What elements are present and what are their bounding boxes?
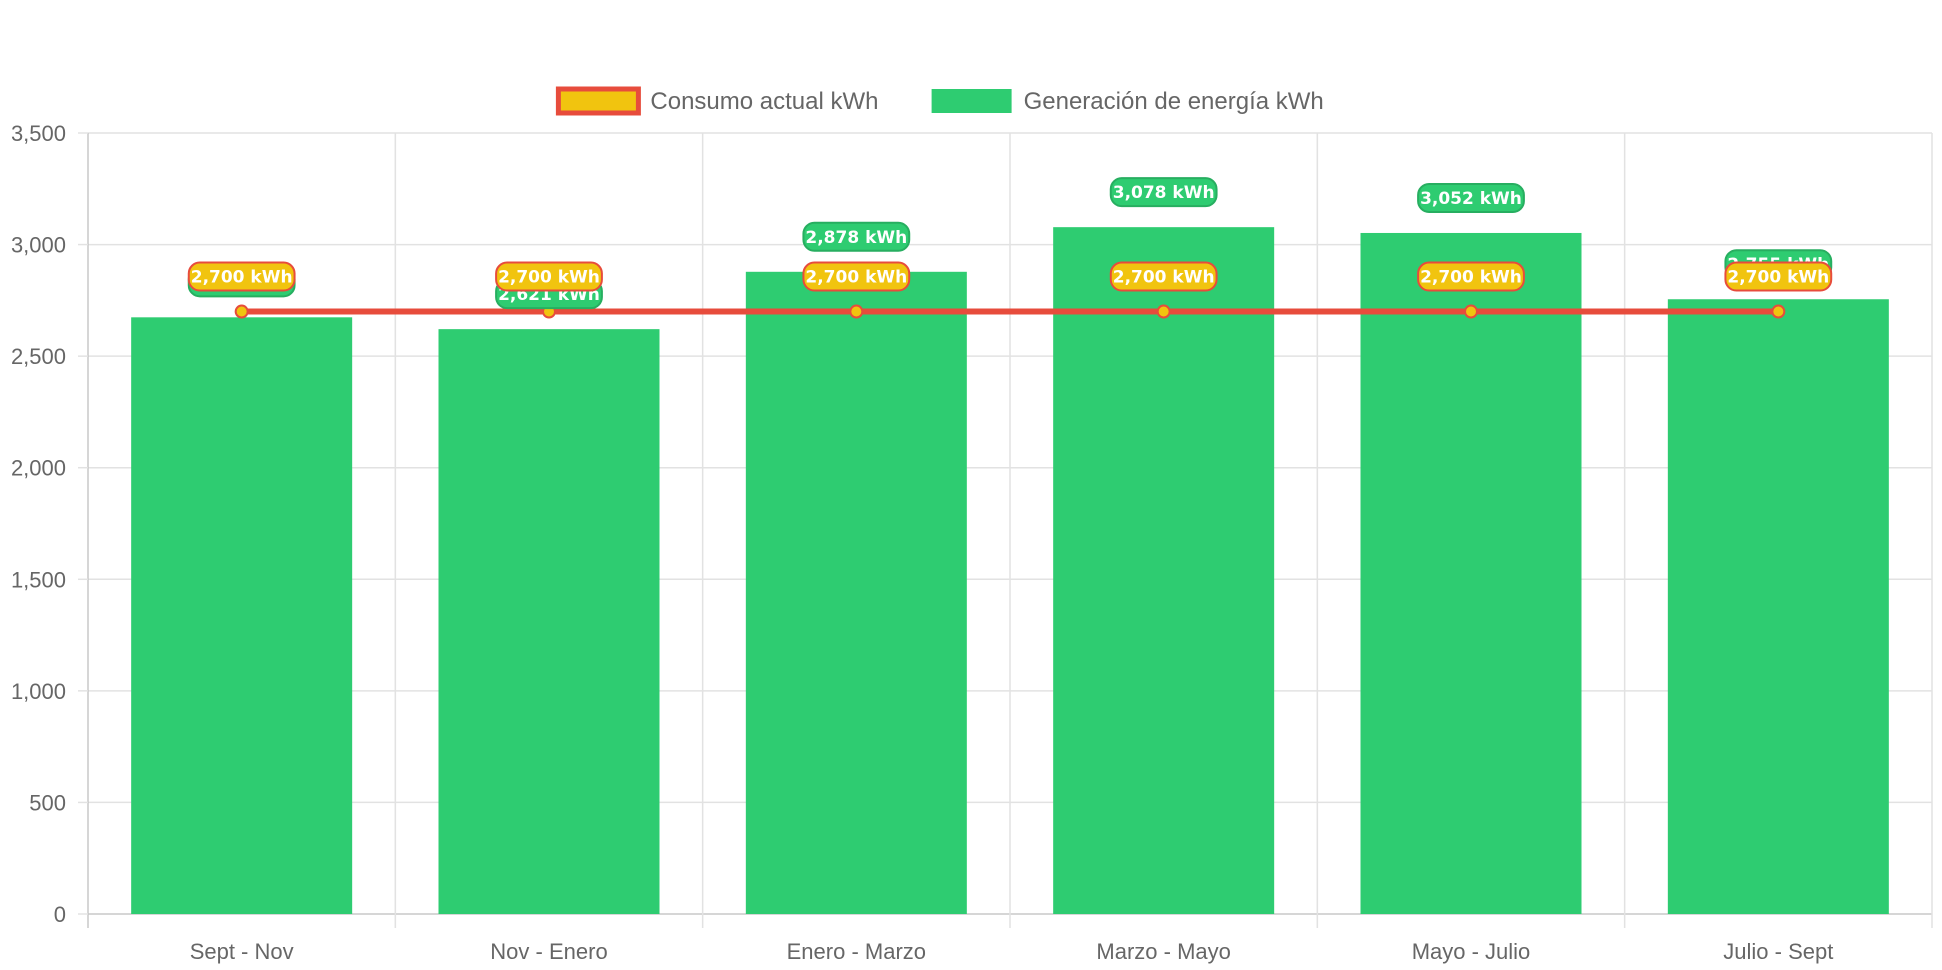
generation-data-label: 3,078 kWh	[1109, 177, 1218, 208]
y-tick-label: 3,000	[11, 233, 66, 258]
consumption-data-label-bg	[187, 261, 296, 292]
generation-data-label: 3,052 kWh	[1417, 182, 1525, 213]
legend-item[interactable]: Generación de energía kWh	[931, 88, 1324, 115]
consumption-data-label: 2,700 kWh	[187, 261, 296, 292]
consumption-data-label-bg	[802, 261, 911, 292]
generation-bar[interactable]	[1360, 232, 1582, 914]
generation-data-label-bg	[1109, 177, 1218, 208]
x-tick-label: Sept - Nov	[190, 939, 294, 964]
consumption-point[interactable]	[234, 304, 249, 319]
x-tick-label: Julio - Sept	[1723, 939, 1833, 964]
consumption-point[interactable]	[1156, 304, 1171, 319]
consumption-data-label-bg	[1109, 261, 1218, 292]
consumption-data-label-text: 2,700 kWh	[1727, 268, 1829, 288]
consumption-data-label: 2,700 kWh	[495, 261, 603, 292]
consumption-data-label: 2,700 kWh	[1109, 261, 1218, 292]
consumption-data-label-text: 2,700 kWh	[1420, 268, 1522, 288]
x-tick-label: Mayo - Julio	[1412, 939, 1531, 964]
consumption-data-label-bg	[1724, 261, 1833, 292]
legend: Consumo actual kWh Generación de energía …	[555, 86, 1324, 116]
generation-data-label-text: 2,878 kWh	[805, 228, 907, 248]
generation-data-label-text: 3,052 kWh	[1420, 189, 1522, 209]
consumption-data-label-text: 2,700 kWh	[498, 268, 600, 288]
consumption-data-label-bg	[1417, 261, 1525, 292]
legend-label: Consumo actual kWh	[650, 88, 878, 115]
generation-bar[interactable]	[745, 271, 967, 914]
generation-bar[interactable]	[1667, 299, 1889, 914]
generation-data-label-bg	[1417, 182, 1525, 213]
x-tick-label: Nov - Enero	[490, 939, 607, 964]
generation-bar[interactable]	[131, 317, 353, 914]
generation-data-label-text: 3,078 kWh	[1113, 183, 1215, 203]
y-tick-label: 3,500	[11, 121, 66, 146]
y-tick-label: 2,500	[11, 344, 66, 369]
consumption-data-label-bg	[495, 261, 603, 292]
generation-data-label: 2,878 kWh	[802, 221, 911, 252]
y-tick-label: 2,000	[11, 456, 66, 481]
y-tick-label: 0	[54, 902, 66, 927]
consumption-data-label-text: 2,700 kWh	[1113, 268, 1215, 288]
consumption-data-label-text: 2,700 kWh	[191, 268, 293, 288]
consumption-data-label: 2,700 kWh	[802, 261, 911, 292]
consumption-point[interactable]	[849, 304, 864, 319]
grid-layer	[87, 132, 1933, 928]
legend-swatch	[555, 86, 641, 116]
consumption-data-label: 2,700 kWh	[1724, 261, 1833, 292]
legend-swatch	[931, 89, 1012, 113]
legend-item[interactable]: Consumo actual kWh	[555, 86, 878, 116]
bars-layer	[131, 227, 1889, 915]
consumption-point[interactable]	[1464, 304, 1478, 319]
legend-label: Generación de energía kWh	[1024, 88, 1324, 115]
generation-bar[interactable]	[438, 329, 660, 914]
consumption-data-label-text: 2,700 kWh	[805, 268, 907, 288]
generation-bar[interactable]	[1053, 227, 1275, 915]
consumption-data-label: 2,700 kWh	[1417, 261, 1525, 292]
y-tick-label: 500	[29, 790, 66, 815]
y-tick-label: 1,500	[11, 567, 66, 592]
x-tick-label: Marzo - Mayo	[1096, 939, 1230, 964]
generation-data-label-bg	[802, 221, 911, 252]
x-tick-label: Enero - Marzo	[787, 939, 926, 964]
consumption-point[interactable]	[1771, 304, 1786, 319]
y-tick-label: 1,000	[11, 679, 66, 704]
